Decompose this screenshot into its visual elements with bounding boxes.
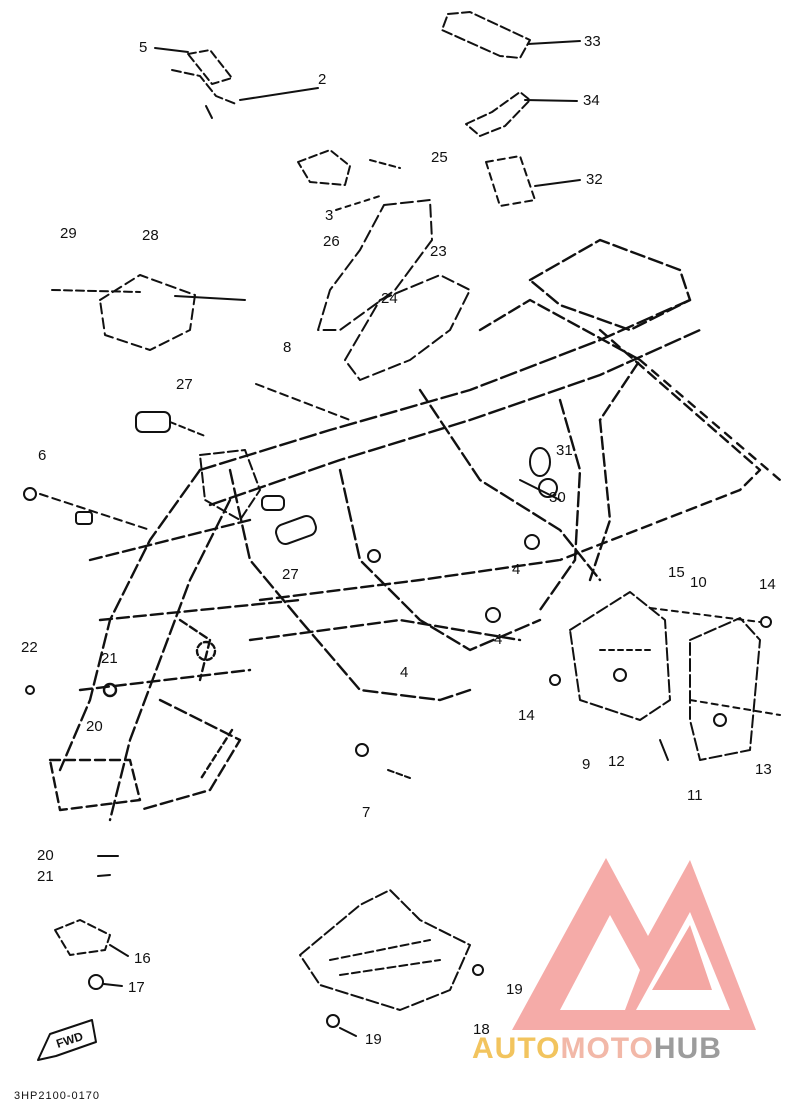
watermark-logo [512, 858, 756, 1030]
callout-12: 12 [608, 753, 625, 770]
part-5-bolt [154, 47, 233, 85]
callout-22: 22 [21, 639, 38, 656]
fwd-arrow [37, 1019, 97, 1061]
part-30-31-mount [519, 447, 561, 501]
callout-32: 32 [586, 171, 603, 188]
brand-hub: HUB [653, 1032, 722, 1065]
part-18-skid-plate [299, 889, 484, 1011]
callout-15: 15 [668, 564, 685, 581]
callout-18: 18 [473, 1021, 490, 1038]
callout-9: 9 [582, 756, 591, 773]
part-7-collar [355, 743, 411, 779]
part-32-pad [485, 155, 581, 207]
part-22-bolt [25, 685, 35, 695]
engine-mount [199, 449, 317, 545]
callout-20-lower: 20 [37, 847, 54, 864]
callout-2: 2 [318, 71, 327, 88]
part-24-panel [344, 274, 471, 381]
part-19-bolt [326, 1014, 357, 1037]
callout-8: 8 [283, 339, 292, 356]
callout-5: 5 [139, 39, 148, 56]
callout-30: 30 [549, 489, 566, 506]
callout-20-upper: 20 [86, 718, 103, 735]
part-20-21-fasteners [97, 855, 119, 877]
callout-7: 7 [362, 804, 371, 821]
part-26-panel [317, 199, 433, 331]
callout-31: 31 [556, 442, 573, 459]
brand-moto: MOTO [560, 1032, 654, 1065]
callout-16: 16 [134, 950, 151, 967]
callout-26: 26 [323, 233, 340, 250]
watermark-brand: AUTOMOTOHUB [472, 1032, 722, 1066]
part-34-bracket [465, 91, 578, 137]
main-frame [198, 238, 782, 702]
brand-auto: AUTO [472, 1032, 561, 1065]
part-3-fastener [335, 195, 381, 211]
front-down-tubes [48, 468, 302, 822]
part-11-bracket [689, 617, 781, 761]
callout-14-upper: 14 [759, 576, 776, 593]
callout-24: 24 [381, 290, 398, 307]
callout-13: 13 [755, 761, 772, 778]
part-8-bolt [255, 383, 351, 421]
callout-6: 6 [38, 447, 47, 464]
callout-27-lower: 27 [282, 566, 299, 583]
part-28-bracket [99, 274, 246, 351]
part-27-rubber [135, 411, 206, 437]
callout-4-b: 4 [494, 631, 503, 648]
callout-21-lower: 21 [37, 868, 54, 885]
part-16-bracket [54, 919, 129, 957]
part-29-bolt [51, 289, 141, 293]
part-25-bracket [297, 149, 401, 186]
callout-28: 28 [142, 227, 159, 244]
part-33-plate [441, 11, 581, 59]
callout-19-right: 19 [506, 981, 523, 998]
callout-14-lower: 14 [518, 707, 535, 724]
callout-23: 23 [430, 243, 447, 260]
callout-3: 3 [325, 207, 334, 224]
callout-10: 10 [690, 574, 707, 591]
part-2-bolt [171, 69, 319, 119]
callout-34: 34 [583, 92, 600, 109]
callout-33: 33 [584, 33, 601, 50]
callout-17: 17 [128, 979, 145, 996]
callout-19-left: 19 [365, 1031, 382, 1048]
diagram-code: 3HP2100-0170 [14, 1090, 101, 1102]
part-12-bolt [659, 739, 669, 761]
callout-4-a: 4 [512, 561, 521, 578]
callout-21-upper: 21 [101, 650, 118, 667]
part-14-bolt [549, 607, 772, 686]
part-6-bolt [23, 487, 151, 531]
nut-4 [367, 534, 540, 623]
callout-4-c: 4 [400, 664, 409, 681]
part-17-nut [88, 974, 123, 990]
callout-25: 25 [431, 149, 448, 166]
callout-11: 11 [687, 787, 703, 804]
callout-27-upper: 27 [176, 376, 193, 393]
callout-29: 29 [60, 225, 77, 242]
part-9-bracket [569, 591, 671, 721]
